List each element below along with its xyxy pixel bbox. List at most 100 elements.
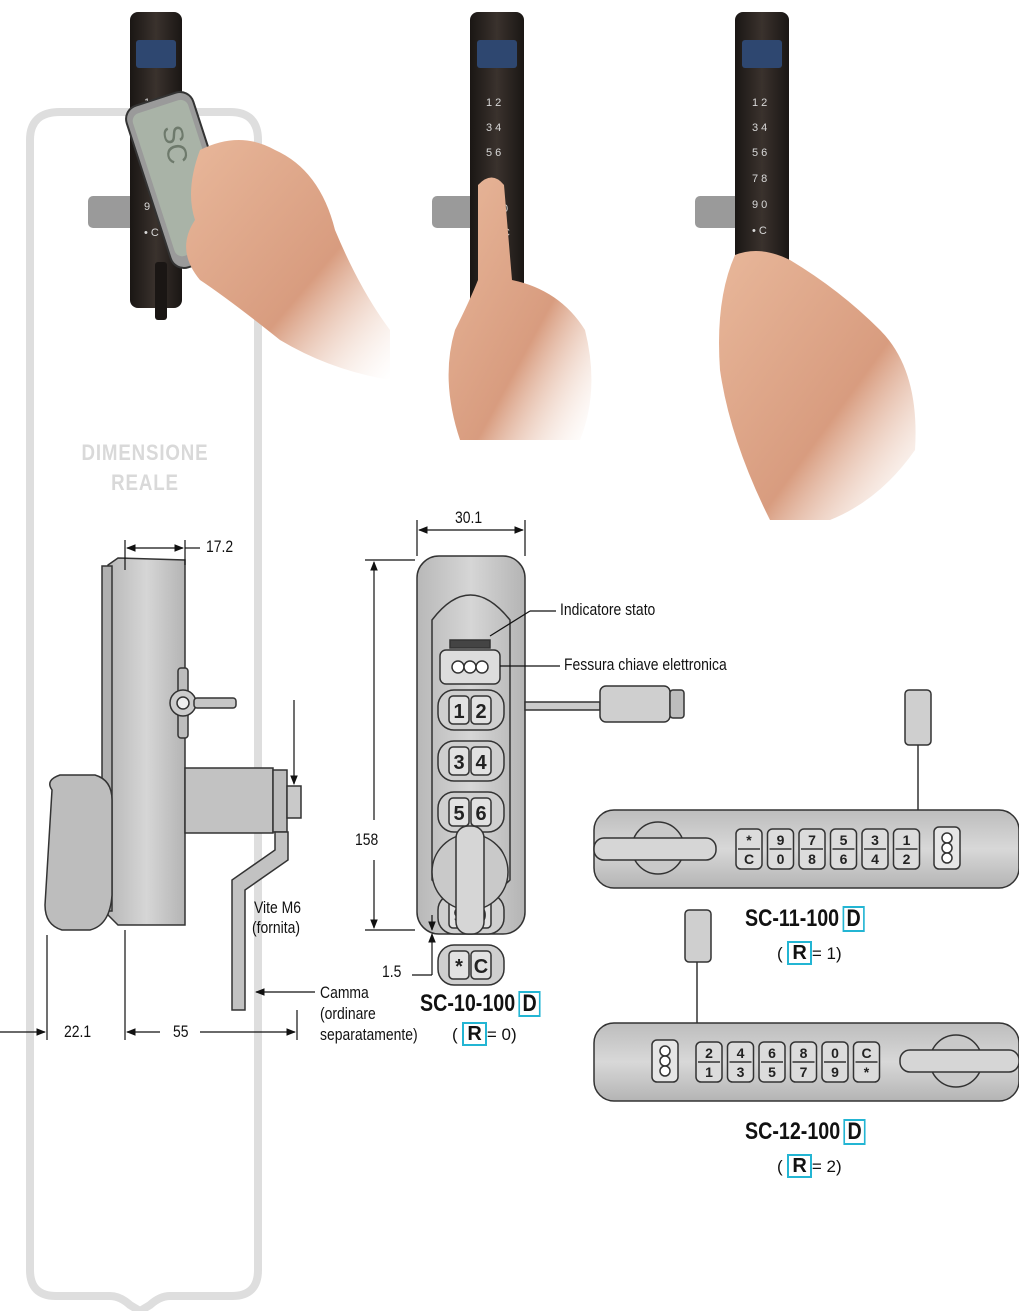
horizontal-key-label: 6: [768, 1045, 776, 1061]
model-r-note-11: ( R= 1): [777, 941, 842, 965]
horizontal-key-label: 5: [768, 1064, 776, 1080]
model-code: SC-10-100: [420, 990, 516, 1017]
horizontal-key-label: *: [864, 1064, 870, 1080]
horizontal-key-label: 8: [808, 851, 816, 867]
model-code: SC-12-100: [745, 1118, 841, 1145]
model-suffix: D: [842, 906, 865, 932]
front-key-label: C: [474, 956, 488, 978]
svg-text:7 8: 7 8: [752, 173, 767, 185]
front-key-label: 3: [453, 752, 464, 774]
cam-label-line2: (ordinare: [320, 1004, 376, 1023]
svg-text:1 2: 1 2: [486, 97, 501, 109]
cam-label-line3: separatamente): [320, 1025, 418, 1044]
photo-key-insert: 1 2 3 4 5 6 7 8 9 0 • C: [695, 12, 916, 520]
screw-label-line2: (fornita): [252, 918, 301, 937]
horizontal-key: 65: [758, 1041, 786, 1083]
model-suffix: D: [843, 1119, 866, 1145]
horizontal-key: 43: [726, 1041, 755, 1083]
label-status-indicator: Indicatore stato: [560, 600, 656, 619]
side-view-drawing: [44, 557, 302, 1011]
svg-text:1 2: 1 2: [752, 97, 767, 109]
model-suffix: D: [518, 991, 541, 1017]
horizontal-key: C*: [852, 1041, 881, 1083]
front-key-label: 5: [453, 803, 464, 825]
cam-label-line1: Camma: [320, 983, 369, 1002]
photo-finger-press: 1 23 45 60C: [432, 12, 592, 440]
horizontal-key: *C: [735, 828, 763, 870]
horizontal-key-label: *: [746, 832, 752, 848]
svg-text:5 6: 5 6: [486, 147, 501, 159]
horizontal-key-label: C: [861, 1045, 871, 1061]
dim-offset: 1.5: [382, 962, 402, 981]
front-key-label: *: [455, 956, 463, 978]
horizontal-key-label: 0: [777, 851, 785, 867]
front-key-label: 6: [475, 803, 486, 825]
horizontal-key: 21: [695, 1041, 723, 1083]
svg-text:3 4: 3 4: [486, 122, 501, 134]
r-letter: R: [462, 1022, 487, 1046]
r-letter: R: [787, 941, 812, 965]
horizontal-key: 12: [892, 828, 921, 870]
horizontal-key-label: 6: [840, 851, 848, 867]
model-r-note-12: ( R= 2): [777, 1154, 842, 1178]
horizontal-key: 09: [821, 1041, 849, 1083]
svg-text:3 4: 3 4: [752, 122, 767, 134]
horizontal-key-label: 1: [903, 832, 911, 848]
dimension-lines: [0, 520, 560, 1040]
horizontal-key-label: 3: [737, 1064, 745, 1080]
watermark-line1: DIMENSIONE: [81, 440, 209, 465]
horizontal-key-label: C: [744, 851, 754, 867]
horizontal-key-label: 4: [737, 1045, 745, 1061]
dim-left: 22.1: [64, 1022, 92, 1041]
horizontal-key: 78: [798, 828, 826, 870]
model-code: SC-11-100: [745, 905, 840, 932]
horizontal-key-label: 1: [705, 1064, 713, 1080]
front-key-row: *C: [437, 944, 505, 986]
dim-depth: 17.2: [206, 537, 234, 556]
dim-width: 30.1: [455, 508, 483, 527]
screw-label-line1: Vite M6: [254, 898, 302, 917]
horizontal-key-label: 3: [871, 832, 879, 848]
horizontal-key: 90: [766, 828, 795, 870]
dim-bottom: 55: [173, 1022, 189, 1041]
horizontal-key-label: 4: [871, 851, 879, 867]
front-key-label: 4: [475, 752, 487, 774]
horizontal-key-label: 7: [808, 832, 816, 848]
svg-text:• C: • C: [144, 227, 159, 239]
svg-text:9 0: 9 0: [752, 199, 767, 211]
svg-text:5 6: 5 6: [752, 147, 767, 159]
phone-screen-text: SC: [157, 123, 194, 167]
horizontal-key-label: 2: [705, 1045, 713, 1061]
horizontal-key-label: 7: [800, 1064, 808, 1080]
horizontal-key-label: 9: [777, 832, 785, 848]
front-key-label: 1: [453, 701, 464, 723]
model-r-note-10: ( R= 0): [452, 1022, 517, 1046]
label-key-slot: Fessura chiave elettronica: [564, 655, 727, 674]
watermark-line2: REALE: [111, 470, 179, 495]
horizontal-key-label: 2: [903, 851, 911, 867]
r-letter: R: [787, 1154, 812, 1178]
horizontal-key: 34: [861, 828, 889, 870]
horizontal-key-label: 0: [831, 1045, 839, 1061]
svg-text:• C: • C: [752, 225, 767, 237]
front-key-label: 2: [475, 701, 486, 723]
horizontal-key: 56: [829, 828, 858, 870]
horizontal-key-label: 9: [831, 1064, 839, 1080]
dim-height: 158: [355, 830, 379, 849]
horizontal-key: 87: [789, 1041, 818, 1083]
horizontal-key-label: 5: [840, 832, 848, 848]
photo-phone-unlock: 157 89 0• C SC: [88, 12, 390, 380]
horizontal-key-label: 8: [800, 1045, 808, 1061]
